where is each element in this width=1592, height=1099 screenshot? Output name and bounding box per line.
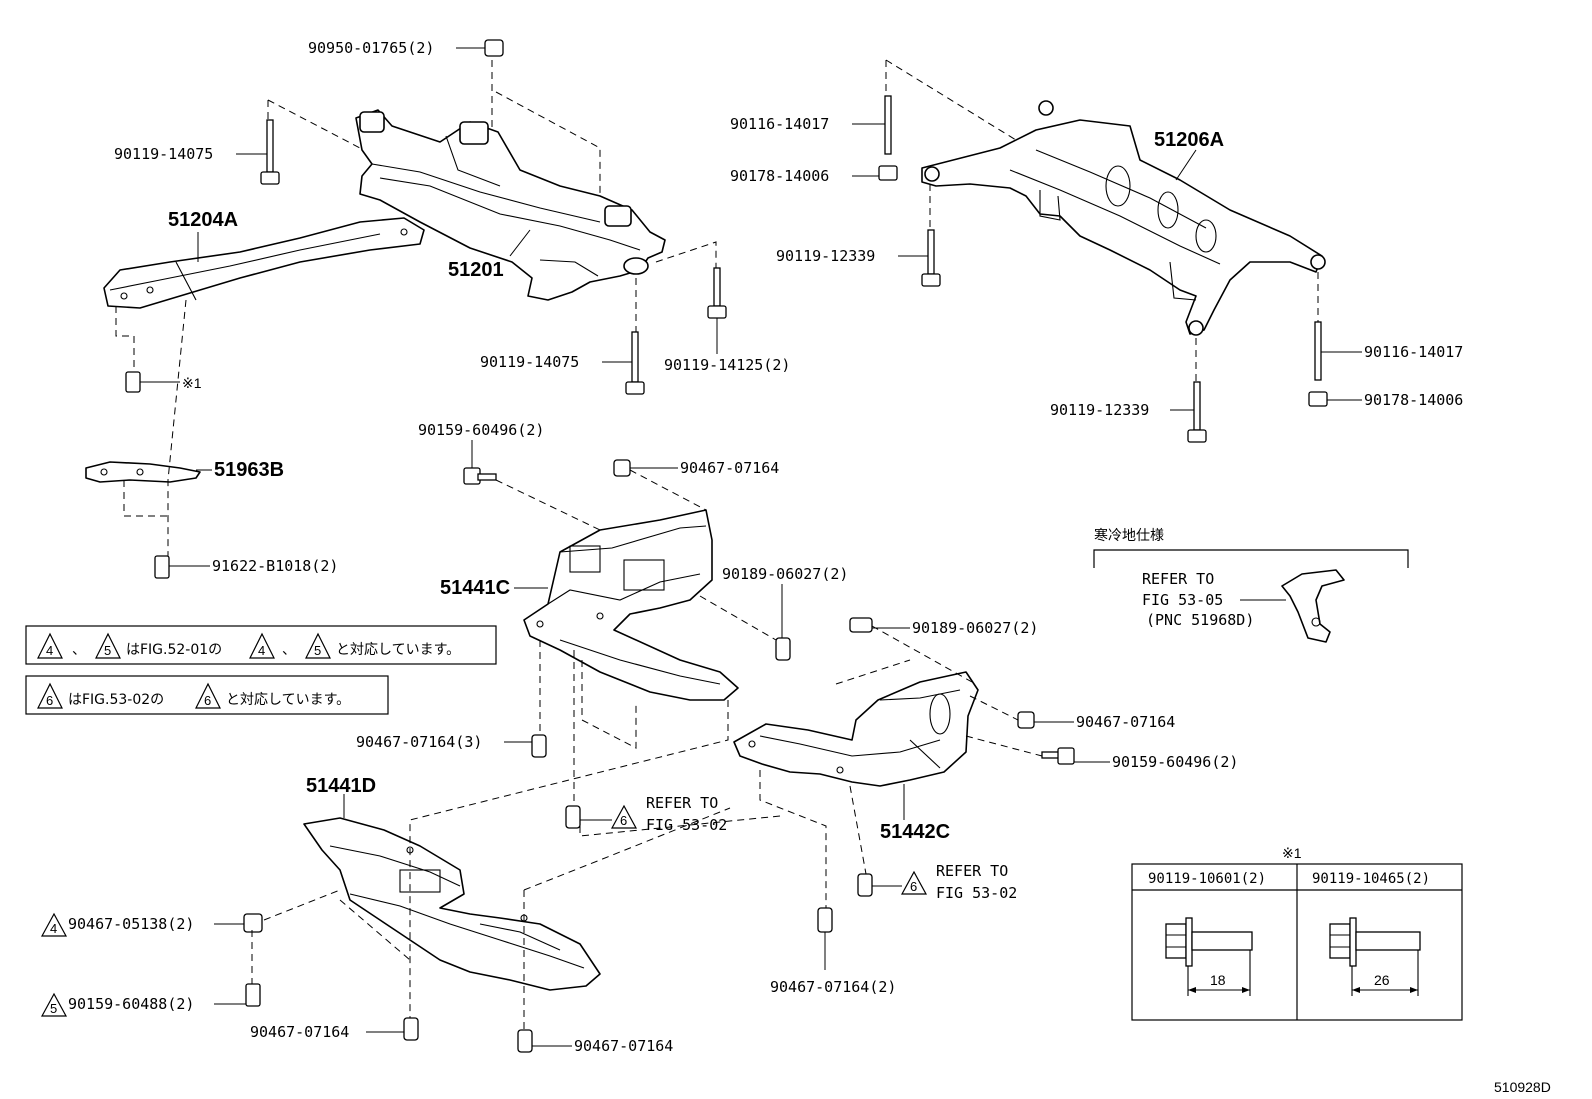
label-51206A: 51206A [1154,129,1224,151]
refer-to-text-a: REFER TO [646,794,718,812]
table-mark: ※1 [1282,845,1302,861]
crossmember-51201 [355,109,666,301]
brace-51204A [103,217,425,309]
refer-fig-53-02-b: 6 REFER TO FIG 53-02 [900,862,1017,902]
note1-text-a: はFIG.52-01の [126,642,222,658]
note1-tri4b: 4 [258,643,265,658]
cold-spec-group: 寒冷地仕様 REFER TO FIG 53-05 (PNC 51968D) [1093,527,1409,629]
note1-tri4: 4 [46,643,53,658]
refer-fig-53-02-a: 6 REFER TO FIG 53-02 [610,794,727,834]
triangle-6-a: 6 [620,813,627,828]
note2-text-b: と対応しています。 [226,692,350,708]
triangle-4-marker [40,912,68,937]
cold-spec-title: 寒冷地仕様 [1094,527,1164,544]
cold-spec-pnc: (PNC 51968D) [1146,611,1254,629]
table-col1: 90119-10601(2) [1148,871,1266,887]
label-51442C: 51442C [880,821,950,843]
part-90119-14075-b: 90119-14075 [480,353,579,371]
note1-sep2: 、 [282,642,296,658]
member-51206A [921,100,1326,336]
fig-53-02-text-a: FIG 53-02 [646,816,727,834]
part-90467-07164-f: 90467-07164(2) [770,978,896,996]
part-90116-14017-b: 90116-14017 [1364,343,1463,361]
note1-text-b: と対応しています。 [336,642,460,658]
note-box-1: 4 、 5 はFIG.52-01の 4 、 5 と対応しています。 [25,625,497,665]
bolt-table: ※1 90119-10601(2) 90119-10465(2) 18 26 [1131,845,1463,1021]
note1-tri5: 5 [104,643,111,658]
part-90119-12339-a: 90119-12339 [776,247,875,265]
cover-51442C [733,671,979,787]
alignment-lines [115,59,1319,1030]
triangle-5-marker [40,992,68,1017]
label-51201: 51201 [448,259,504,281]
refer-to-text-b: REFER TO [936,862,1008,880]
triangle-5-label: 5 [50,1001,57,1016]
label-51441C: 51441C [440,577,510,599]
cover-51441D [303,817,601,991]
table-len2: 26 [1374,972,1390,988]
part-90119-14075-a: 90119-14075 [114,145,213,163]
part-90178-14006-b: 90178-14006 [1364,391,1463,409]
part-91622-B1018: 91622-B1018(2) [212,557,338,575]
part-90159-60488: 90159-60488(2) [68,995,194,1013]
part-90467-07164-b: 90467-07164 [1076,713,1175,731]
part-90467-05138: 90467-05138(2) [68,915,194,933]
part-90189-06027-a: 90189-06027(2) [722,565,848,583]
part-90119-14125: 90119-14125(2) [664,356,790,374]
part-90950-01765: 90950-01765(2) [308,39,434,57]
bracket-51963B [85,461,201,483]
part-90467-07164-a: 90467-07164 [680,459,779,477]
leader-lines [140,47,1362,1047]
part-90116-14017-a: 90116-14017 [730,115,829,133]
triangle-6-b: 6 [910,879,917,894]
note1-tri5b: 5 [314,643,321,658]
diagram-id: 510928D [1494,1079,1551,1095]
part-90178-14006-a: 90178-14006 [730,167,829,185]
table-len1: 18 [1210,972,1226,988]
part-90159-60496-b: 90159-60496(2) [1112,753,1238,771]
cold-spec-fig: FIG 53-05 [1142,591,1223,609]
label-51441D: 51441D [306,775,376,797]
label-51963B: 51963B [214,459,284,481]
note-box-2: 6 はFIG.53-02の 6 と対応しています。 [25,675,389,715]
triangle-4-label: 4 [50,921,57,936]
note2-text-a: はFIG.53-02の [68,692,164,708]
cover-51441C [523,509,739,701]
part-90189-06027-b: 90189-06027(2) [912,619,1038,637]
cold-spec-refer: REFER TO [1142,570,1214,588]
asterisk-mark: ※1 [182,375,202,391]
fig-53-02-text-b: FIG 53-02 [936,884,1017,902]
label-51204A: 51204A [168,209,238,231]
part-90119-12339-b: 90119-12339 [1050,401,1149,419]
note2-tri6b: 6 [204,693,211,708]
note2-tri6: 6 [46,693,53,708]
part-90159-60496-a: 90159-60496(2) [418,421,544,439]
table-col2: 90119-10465(2) [1312,871,1430,887]
fastener-icons [125,39,1328,1053]
note1-sep: 、 [72,642,86,658]
part-90467-07164-e: 90467-07164 [574,1037,673,1055]
part-90467-07164-c: 90467-07164(3) [356,733,482,751]
bracket-51968D [1281,569,1345,643]
part-90467-07164-d: 90467-07164 [250,1023,349,1041]
